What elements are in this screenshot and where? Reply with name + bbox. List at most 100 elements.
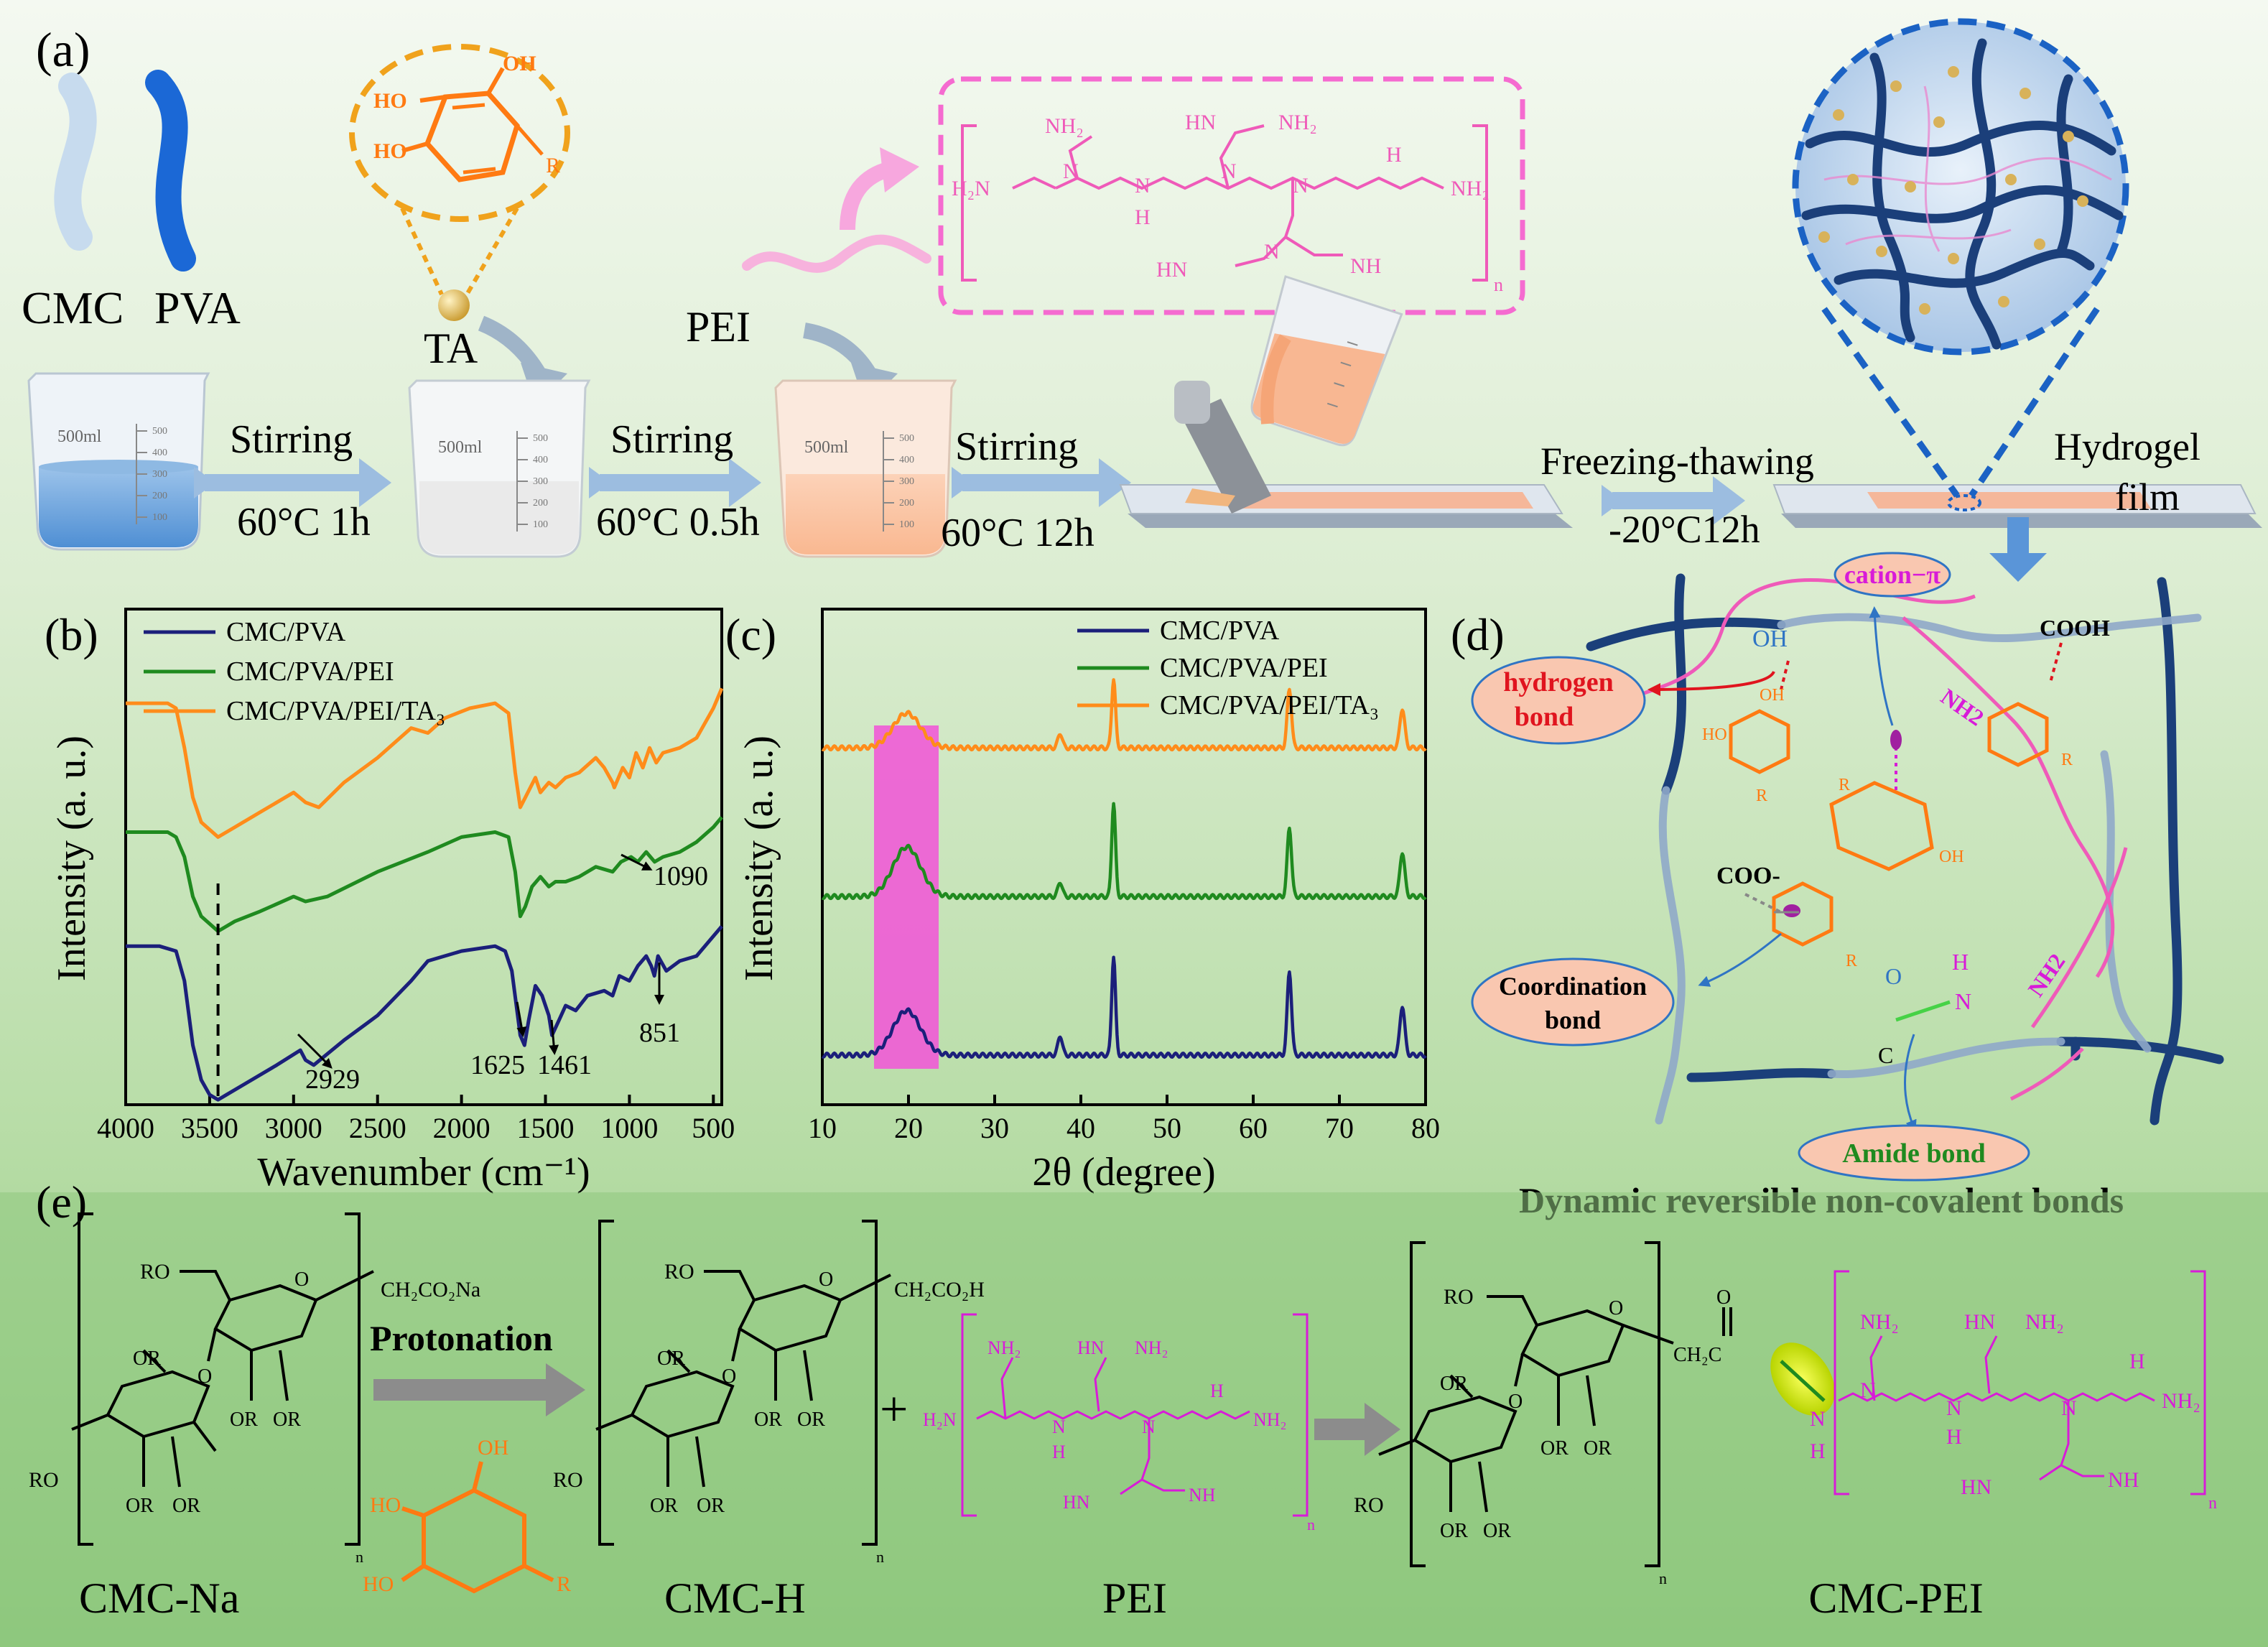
b-xtick-label: 2500	[349, 1112, 406, 1144]
svg-text:OR: OR	[797, 1409, 825, 1431]
svg-text:NH₂: NH₂	[1451, 177, 1489, 200]
svg-text:RO: RO	[1444, 1285, 1474, 1309]
svg-text:n: n	[1659, 1569, 1667, 1587]
svg-text:O: O	[1508, 1391, 1523, 1413]
svg-text:500: 500	[152, 426, 167, 437]
down-arrow	[1989, 517, 2047, 582]
svg-text:200: 200	[533, 498, 548, 509]
peak-1625: 1625	[470, 1050, 525, 1080]
svg-text:n: n	[1494, 274, 1503, 295]
svg-text:300: 300	[152, 469, 167, 480]
legend-b-ta: CMC/PVA/PEI/TA₃	[226, 696, 445, 726]
b-xtick-label: 1000	[600, 1112, 658, 1144]
cmc-na-structure	[71, 1212, 374, 1546]
svg-text:n: n	[2208, 1494, 2217, 1513]
ta-molecule: OH HO HO R TA	[349, 44, 570, 406]
svg-text:N: N	[1052, 1416, 1066, 1437]
peak-1090: 1090	[654, 861, 708, 891]
svg-text:CH₂C: CH₂C	[1673, 1344, 1721, 1366]
hydrogen-bond-line2: bond	[1515, 702, 1574, 732]
svg-text:O: O	[197, 1365, 212, 1388]
legend-c-cmcpvapei: CMC/PVA/PEI	[1160, 653, 1328, 683]
svg-text:N: N	[1293, 174, 1309, 198]
svg-text:OR: OR	[650, 1495, 678, 1517]
svg-text:500ml: 500ml	[57, 427, 102, 446]
b-xtick-label: 3500	[181, 1112, 238, 1144]
svg-text:H: H	[1386, 143, 1402, 167]
svg-text:500: 500	[533, 433, 548, 444]
panel-a: (a) CMC PVA 500ml 500 400 300 200 100 St	[22, 18, 2262, 582]
svg-text:OR: OR	[126, 1495, 154, 1517]
svg-text:HO: HO	[373, 89, 407, 113]
c-series-line	[821, 678, 1427, 752]
ta-label: TA	[424, 325, 478, 372]
panel-b-legend: CMC/PVA CMC/PVA/PEI CMC/PVA/PEI/TA₃	[144, 617, 445, 726]
plus-sign: +	[880, 1382, 908, 1437]
casting-setup	[1119, 275, 1573, 528]
peak-1461: 1461	[537, 1050, 592, 1080]
product-line2: film	[2115, 475, 2180, 519]
amide-bond-text: Amide bond	[1842, 1138, 1986, 1169]
panel-c-ylabel: Intensity (a. u.)	[737, 736, 781, 981]
svg-text:NH₂: NH₂	[1135, 1337, 1168, 1358]
svg-text:O: O	[294, 1268, 309, 1291]
hydrogen-bond-badge	[1471, 656, 1646, 745]
svg-text:OR: OR	[697, 1495, 725, 1517]
svg-text:RO: RO	[140, 1260, 170, 1284]
svg-text:500ml: 500ml	[804, 438, 849, 457]
step4-bottom: -20°C12h	[1609, 508, 1760, 551]
svg-text:400: 400	[533, 455, 548, 465]
panel-b-label: (b)	[45, 609, 98, 660]
pei-curve-arrow	[840, 161, 893, 231]
c-xtick-label: 30	[980, 1112, 1009, 1144]
hydrogen-bond-line1: hydrogen	[1503, 667, 1613, 697]
step-arrow-4: Freezing-thawing -20°C12h	[1540, 440, 1814, 551]
panel-c-frame	[821, 608, 1427, 1106]
svg-text:NH: NH	[1350, 254, 1381, 278]
svg-text:O: O	[722, 1365, 736, 1388]
svg-text:N: N	[1142, 1416, 1156, 1437]
svg-text:R: R	[1839, 776, 1850, 794]
oh-text: OH	[1752, 626, 1788, 652]
cmc-pei-label: CMC-PEI	[1808, 1574, 1983, 1622]
svg-text:N: N	[1955, 988, 1971, 1014]
product-line1: Hydrogel	[2054, 425, 2200, 468]
step-arrow-2: Stirring 60°C 0.5h	[589, 417, 761, 544]
pei-label-e: PEI	[1102, 1574, 1167, 1622]
c-xtick-label: 70	[1325, 1112, 1354, 1144]
svg-text:OR: OR	[133, 1347, 161, 1370]
beaker-2: 500ml 500 400 300 200 100	[408, 379, 591, 558]
svg-text:OR: OR	[754, 1409, 782, 1431]
coordination-line2: bond	[1545, 1006, 1601, 1034]
step2-bottom: 60°C 0.5h	[596, 500, 760, 544]
amide-bond-badge	[1798, 1124, 2030, 1182]
step4-top: Freezing-thawing	[1540, 440, 1814, 483]
cmc-h-structure	[595, 1220, 891, 1546]
svg-text:n: n	[876, 1548, 884, 1566]
svg-text:R: R	[557, 1572, 571, 1596]
peak-851: 851	[639, 1018, 680, 1048]
step2-top: Stirring	[610, 417, 733, 462]
svg-text:OR: OR	[657, 1347, 685, 1370]
svg-text:H: H	[1952, 949, 1969, 975]
svg-text:H: H	[1810, 1439, 1826, 1463]
svg-text:OR: OR	[273, 1409, 301, 1431]
svg-text:H: H	[1052, 1442, 1066, 1462]
svg-text:NH₂: NH₂	[987, 1337, 1021, 1358]
panel-c-series	[821, 678, 1427, 1059]
svg-text:RO: RO	[664, 1260, 694, 1284]
b-xtick-label: 1500	[517, 1112, 575, 1144]
svg-text:NH₂: NH₂	[1860, 1310, 1899, 1334]
svg-text:HO: HO	[1702, 725, 1727, 744]
b-xtick-label: 500	[692, 1112, 735, 1144]
svg-text:NH₂: NH₂	[1045, 114, 1084, 138]
step3-bottom: 60°C 12h	[941, 511, 1095, 555]
svg-text:N: N	[1135, 174, 1151, 198]
svg-text:H₂N: H₂N	[952, 177, 990, 200]
step1-top: Stirring	[230, 417, 353, 462]
svg-text:HN: HN	[1185, 111, 1216, 134]
svg-text:NH: NH	[1189, 1485, 1216, 1506]
svg-text:OR: OR	[1483, 1520, 1511, 1542]
